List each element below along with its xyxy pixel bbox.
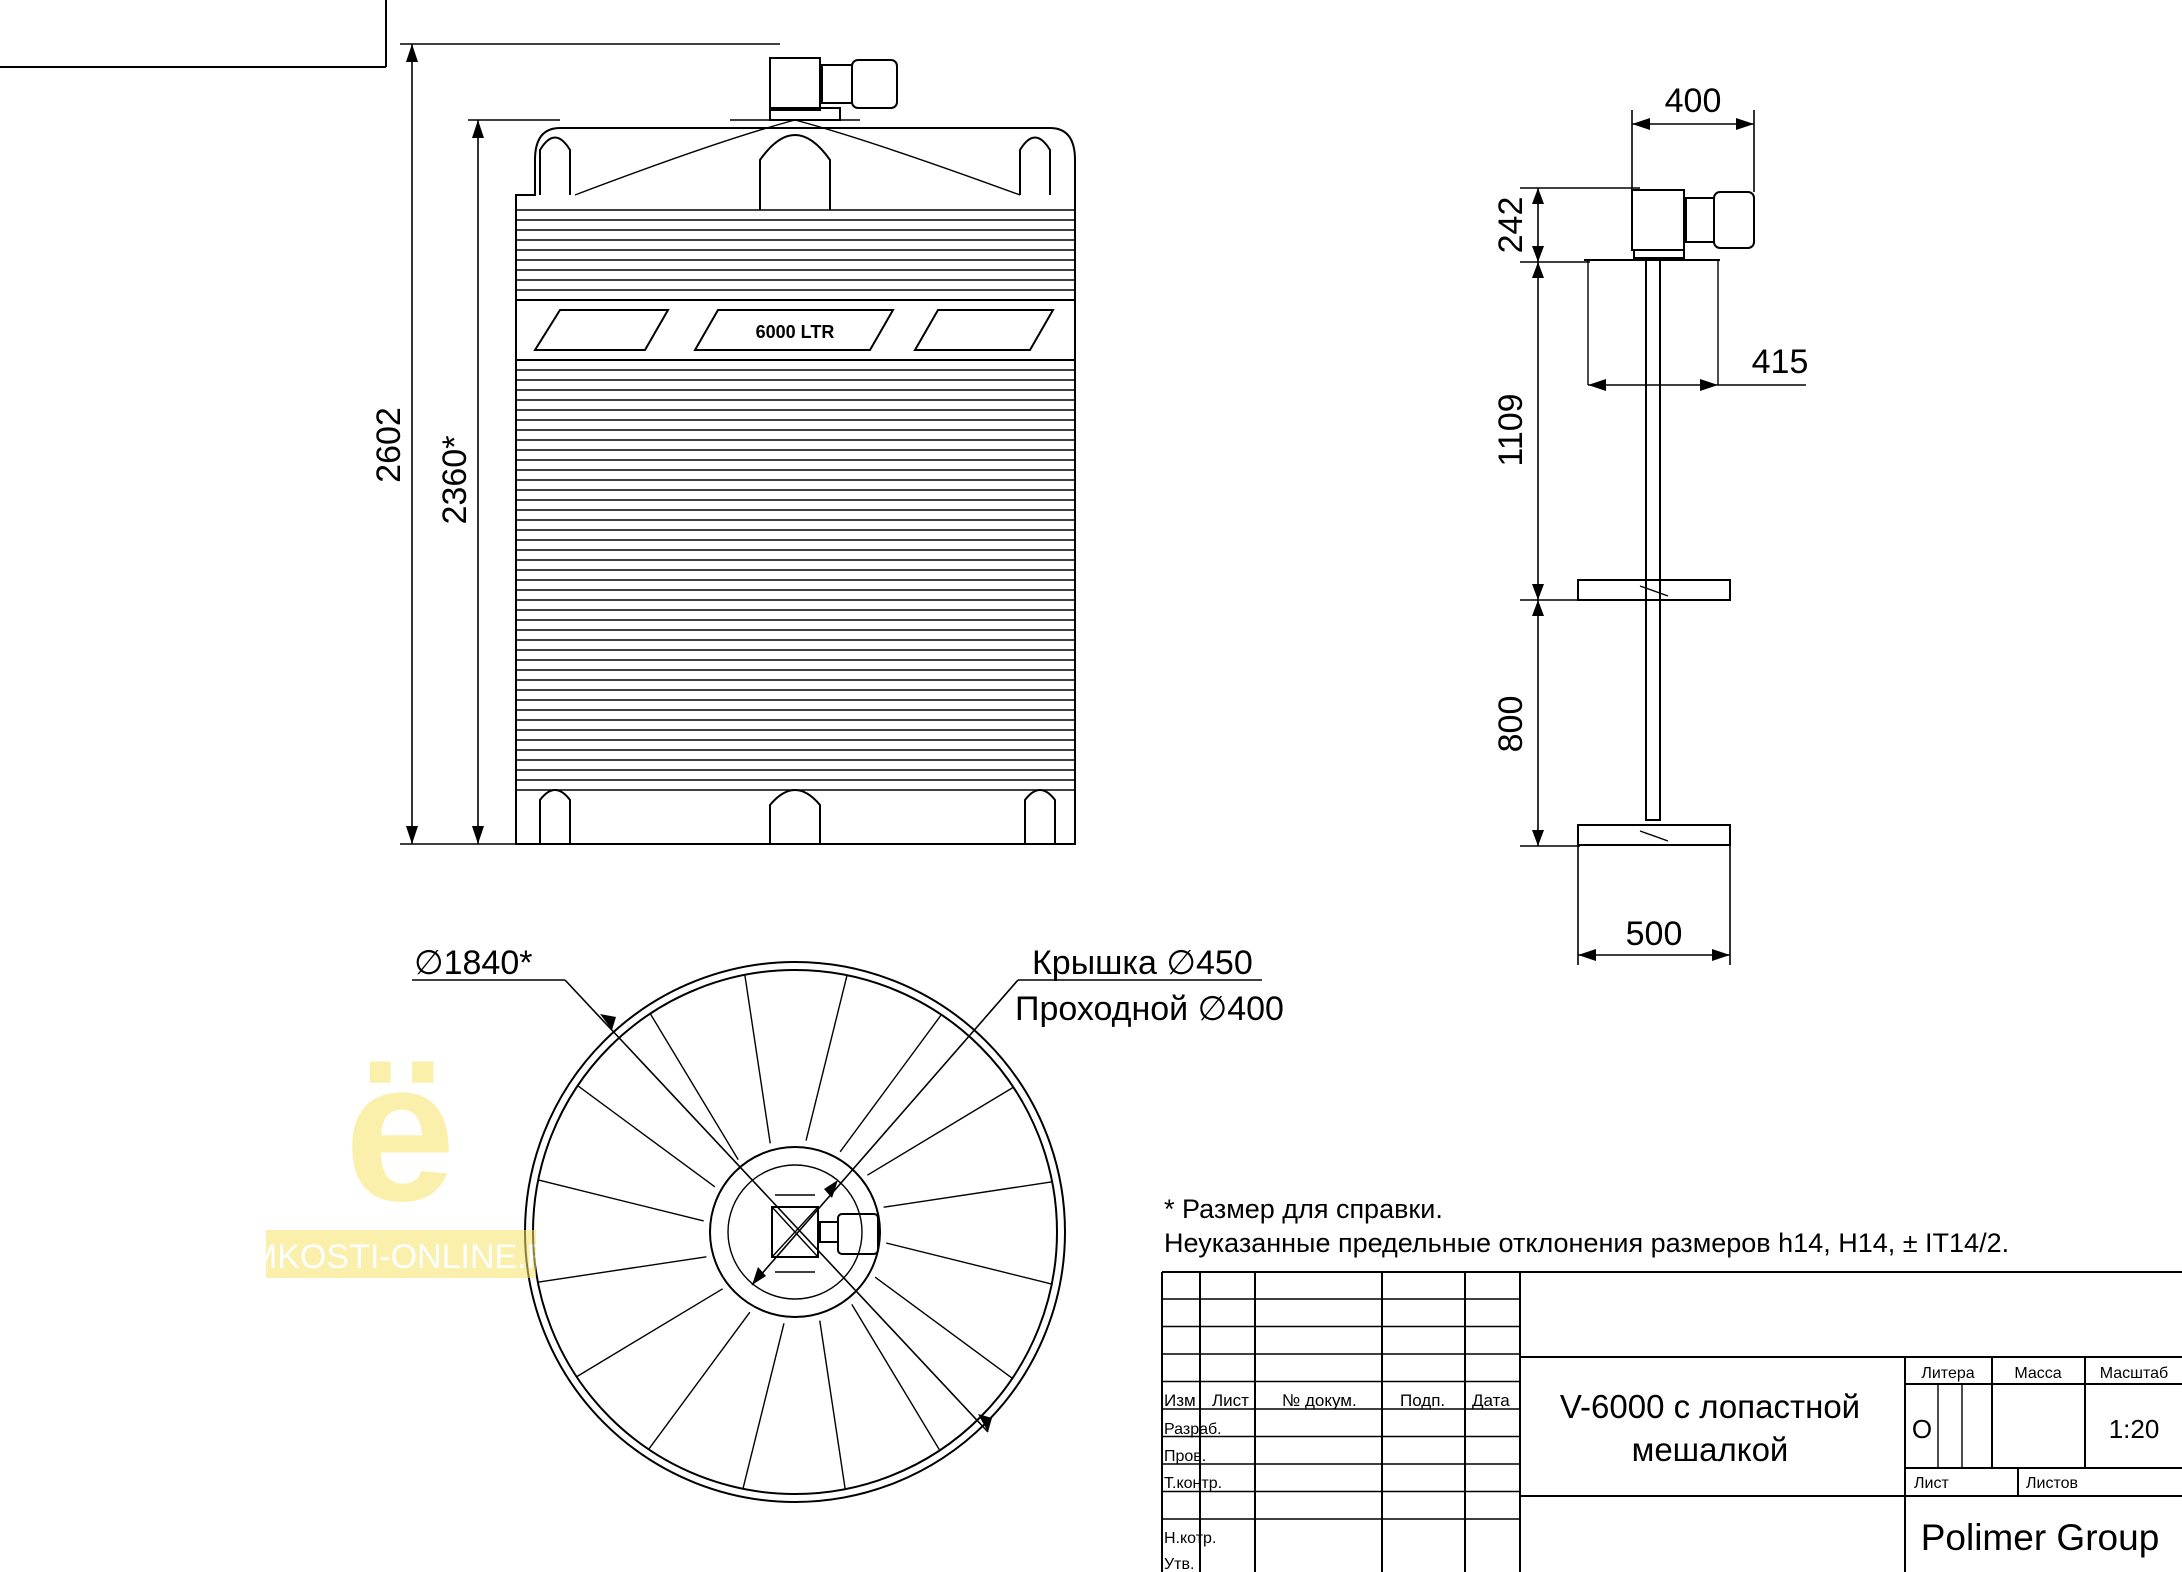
- tb-scale-value: 1:20: [2109, 1414, 2160, 1444]
- tb-litera-value: О: [1912, 1414, 1932, 1444]
- tb-header-izm: Изм: [1164, 1391, 1196, 1410]
- dimension-1109: 1109: [1492, 393, 1530, 466]
- tb-header-doc: № докум.: [1282, 1391, 1357, 1410]
- tank-height-dimensions: 2602 2360*: [370, 43, 780, 845]
- tb-row-tech-control: Т.контр.: [1164, 1475, 1222, 1492]
- drawing-title-line1: V-6000 с лопастной: [1560, 1388, 1860, 1425]
- watermark: ё EMKOSTI-ONLINE.RU: [226, 1020, 576, 1278]
- tb-scale-label: Масштаб: [2100, 1365, 2168, 1382]
- note-tolerances: Неуказанные предельные отклонения размер…: [1164, 1228, 2009, 1258]
- note-reference-size: * Размер для справки.: [1164, 1194, 1443, 1224]
- plan-dimensions: ∅1840* Крышка ∅450 Проходной ∅400: [412, 944, 1284, 1433]
- dimension-242: 242: [1492, 197, 1530, 254]
- tb-header-date: Дата: [1472, 1391, 1510, 1410]
- tank-front-view: 6000 LTR: [515, 57, 1076, 845]
- dimension-2360: 2360*: [436, 436, 474, 525]
- watermark-site: EMKOSTI-ONLINE.RU: [226, 1238, 575, 1276]
- dimension-800: 800: [1492, 696, 1530, 753]
- company-name: Polimer Group: [1921, 1517, 2160, 1558]
- tb-litera-label: Литера: [1921, 1365, 1974, 1382]
- plan-ribs: [537, 974, 1053, 1490]
- tb-row-developer: Разраб.: [1164, 1421, 1222, 1438]
- tank-ribs-upper: [516, 209, 1075, 291]
- frame-corner: [0, 0, 387, 68]
- passage-label: Проходной ∅400: [1015, 990, 1284, 1028]
- watermark-logo: ё: [344, 1020, 455, 1243]
- mixer-dimensions: 400 242 415 1109 800 500: [1492, 82, 1808, 965]
- tb-header-list: Лист: [1212, 1391, 1249, 1410]
- tb-sheet-label: Лист: [1914, 1475, 1949, 1492]
- notes: * Размер для справки. Неуказанные предел…: [1164, 1194, 2009, 1258]
- title-block-rows: [1162, 1298, 1520, 1520]
- dimension-400: 400: [1665, 82, 1722, 120]
- title-block: Изм Лист № докум. Подп. Дата Разраб. Про…: [1161, 1271, 2182, 1572]
- tb-mass-label: Масса: [2014, 1365, 2061, 1382]
- tb-row-norm-control: Н.котр.: [1164, 1530, 1216, 1547]
- tb-row-approved: Утв.: [1164, 1556, 1194, 1572]
- lid-label: Крышка ∅450: [1032, 944, 1253, 982]
- tb-header-sign: Подп.: [1400, 1391, 1445, 1410]
- tb-sheets-label: Листов: [2026, 1475, 2078, 1492]
- dimension-415: 415: [1752, 343, 1809, 381]
- dimension-2602: 2602: [370, 407, 408, 483]
- dimension-diameter-1840: ∅1840*: [414, 944, 533, 982]
- tank-ribs-lower: [516, 369, 1075, 791]
- mixer-side-view: [1577, 189, 1755, 846]
- dimension-500: 500: [1626, 915, 1683, 953]
- tb-row-checked: Пров.: [1164, 1448, 1206, 1465]
- drawing-title-line2: мешалкой: [1632, 1431, 1789, 1468]
- tank-label: 6000 LTR: [756, 322, 835, 342]
